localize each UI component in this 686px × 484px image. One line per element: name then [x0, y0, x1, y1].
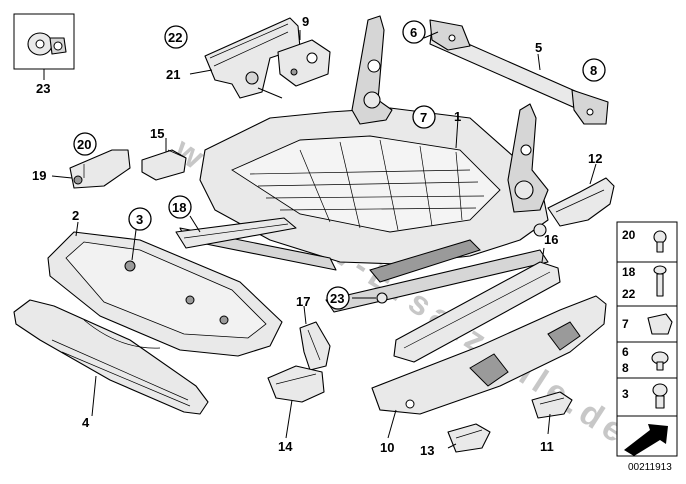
part-12-cover: [547, 177, 615, 227]
label-21: 21: [166, 67, 180, 82]
label-16: 16: [544, 232, 558, 247]
label-23-top: 23: [36, 81, 50, 96]
part-19-20-bracket: [69, 149, 131, 189]
label-1: 1: [454, 109, 461, 124]
part-14-handle: [267, 365, 325, 403]
part-23-box: [13, 13, 75, 80]
part-10-side-trim: [371, 295, 607, 415]
label-15: 15: [150, 126, 164, 141]
label-2: 2: [72, 208, 79, 223]
label-14: 14: [278, 439, 293, 454]
label-22: 22: [168, 30, 182, 45]
label-23-mid: 23: [330, 291, 344, 306]
label-8: 8: [590, 63, 597, 78]
label-13: 13: [420, 443, 434, 458]
callout-labels: 1 2 3 4 5 6 7 8 9 10 11 12 13 14 15 16 1…: [32, 14, 606, 458]
key-6: 6: [622, 345, 629, 359]
label-9: 9: [302, 14, 309, 29]
label-6: 6: [410, 25, 417, 40]
key-8: 8: [622, 361, 629, 375]
label-20: 20: [77, 137, 91, 152]
part-16-rail-cover: [393, 261, 561, 363]
part-13-knob: [447, 423, 491, 453]
label-5: 5: [535, 40, 542, 55]
part-2-seat-pan: [47, 231, 283, 357]
part-11-knob: [531, 391, 573, 419]
label-19: 19: [32, 168, 46, 183]
part-5-cross-tube: [429, 19, 609, 125]
key-22: 22: [622, 287, 636, 301]
label-18: 18: [172, 200, 186, 215]
part-17-clip: [299, 321, 331, 371]
key-3: 3: [622, 387, 629, 401]
part-18-rail: [175, 217, 297, 249]
label-3: 3: [136, 212, 143, 227]
key-7: 7: [622, 317, 629, 331]
label-11: 11: [540, 439, 554, 454]
key-18: 18: [622, 265, 636, 279]
direction-arrow-icon: [624, 424, 668, 456]
doc-number: 00211913: [628, 462, 672, 473]
part-21-22-bracket: [204, 17, 301, 99]
label-17: 17: [296, 294, 310, 309]
label-12: 12: [588, 151, 602, 166]
key-20: 20: [622, 228, 636, 242]
label-10: 10: [380, 440, 394, 455]
part-15-cap: [141, 149, 187, 181]
label-7: 7: [420, 110, 427, 125]
part-9-bracket: [277, 30, 331, 87]
label-4: 4: [82, 415, 90, 430]
parts-key-panel: 20 18 22 7 6 8 3 00211913: [616, 221, 678, 473]
part-4-front-cover: [13, 299, 209, 415]
leader-lines: [51, 31, 597, 449]
